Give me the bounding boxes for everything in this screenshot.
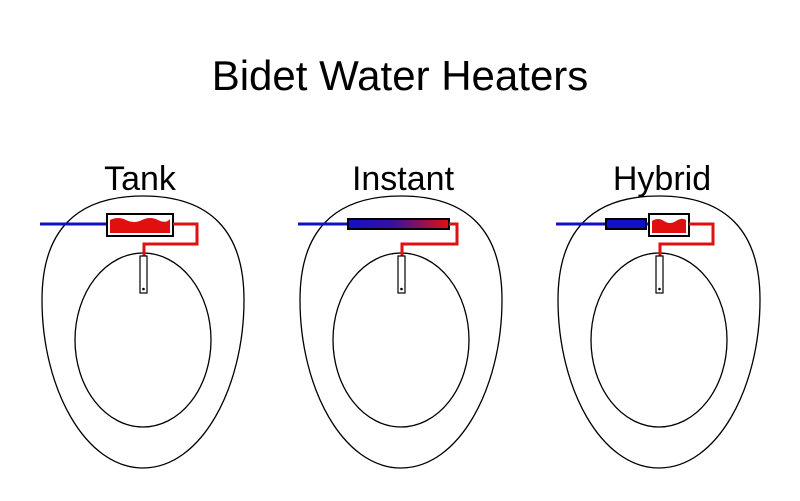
tank-label: Tank — [104, 160, 177, 198]
hybrid-seat-outline — [557, 195, 761, 469]
instant-hot-water-line — [400, 222, 459, 256]
instant-nozzle-dot — [400, 287, 403, 291]
hybrid-instant-element — [605, 218, 647, 230]
tank-wand — [139, 255, 148, 294]
tank-hot-water-fill — [110, 218, 170, 233]
tank-nozzle-dot — [142, 287, 145, 291]
hybrid-heater-diagram: Hybrid — [556, 160, 761, 469]
instant-heater-element — [347, 218, 450, 230]
hybrid-label: Hybrid — [613, 160, 711, 198]
instant-wand — [397, 255, 406, 294]
tank-hot-water-line — [142, 222, 199, 256]
hybrid-wand — [655, 255, 664, 294]
hybrid-hot-water-fill — [652, 218, 686, 233]
instant-heater-diagram: Instant — [298, 160, 503, 469]
hybrid-nozzle-dot — [658, 287, 661, 291]
tank-seat-outline — [41, 195, 245, 469]
instant-seat-outline — [299, 195, 503, 469]
diagram-title: Bidet Water Heaters — [212, 52, 589, 99]
instant-label: Instant — [352, 160, 455, 198]
tank-heater-diagram: Tank — [40, 160, 245, 469]
hybrid-hot-water-line — [658, 222, 715, 256]
